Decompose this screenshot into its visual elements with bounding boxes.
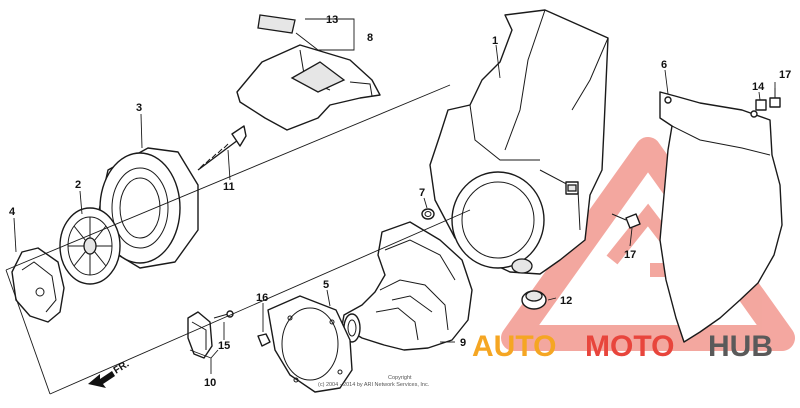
- callout-2: 2: [75, 179, 81, 191]
- part-5-gasket-plate: [267, 295, 353, 393]
- copyright-line-1: Copyright: [388, 375, 412, 381]
- part-7-grommet: [421, 208, 435, 220]
- part-11-wing-bolt: [197, 125, 247, 171]
- callout-8: 8: [367, 32, 373, 44]
- callout-13: 13: [326, 14, 338, 26]
- callout-16: 16: [256, 292, 268, 304]
- watermark-auto: AUTO: [472, 330, 556, 363]
- fr-label: FR.: [112, 359, 132, 377]
- copyright-notice: Copyright (c) 2004 - 2014 by ARI Network…: [318, 375, 430, 388]
- callout-7: 7: [419, 187, 425, 199]
- assembly-guide-lines: [5, 84, 471, 395]
- front-direction-arrow: FR.: [88, 359, 131, 388]
- callout-3: 3: [136, 102, 142, 114]
- part-10-clamp: [187, 311, 213, 359]
- callout-10: 10: [204, 377, 216, 389]
- part-1-air-box-housing: [429, 9, 609, 275]
- callout-numbers: 1 2 3 4 5 6 7 8 9 10 11 12 13 14 15 16 1…: [9, 14, 791, 389]
- callout-12: 12: [560, 295, 572, 307]
- callout-17-lower: 17: [624, 249, 636, 261]
- part-14-collar: [755, 99, 767, 111]
- callout-11: 11: [223, 181, 235, 193]
- callout-1: 1: [492, 35, 498, 47]
- callout-17-top: 17: [779, 69, 791, 81]
- part-16-nut: [257, 333, 271, 347]
- part-9-intake-duct: [341, 221, 473, 351]
- watermark-hub: HUB: [708, 330, 773, 363]
- part-4-backing-plate: [11, 247, 65, 323]
- part-3-air-filter-element: [97, 147, 199, 269]
- callout-6: 6: [661, 59, 667, 71]
- watermark-brand: AUTO MOTO HUB: [472, 330, 773, 363]
- callout-4: 4: [9, 206, 16, 218]
- part-17-bolt-lower: [611, 213, 641, 229]
- part-15-screw: [213, 310, 234, 319]
- part-2-filter-holder: [59, 207, 121, 285]
- callout-9: 9: [460, 337, 466, 349]
- copyright-line-2: (c) 2004 - 2014 by ARI Network Services,…: [318, 382, 430, 388]
- callout-5: 5: [323, 279, 329, 291]
- callout-leaders: [13, 18, 776, 374]
- part-12-cap: [521, 290, 547, 310]
- watermark-moto: MOTO: [585, 330, 674, 363]
- part-8-cover-plate: [236, 14, 381, 131]
- callout-15: 15: [218, 340, 230, 352]
- part-6-side-cover: [659, 91, 783, 343]
- arrow-icon: [88, 371, 115, 388]
- callout-14: 14: [752, 81, 765, 93]
